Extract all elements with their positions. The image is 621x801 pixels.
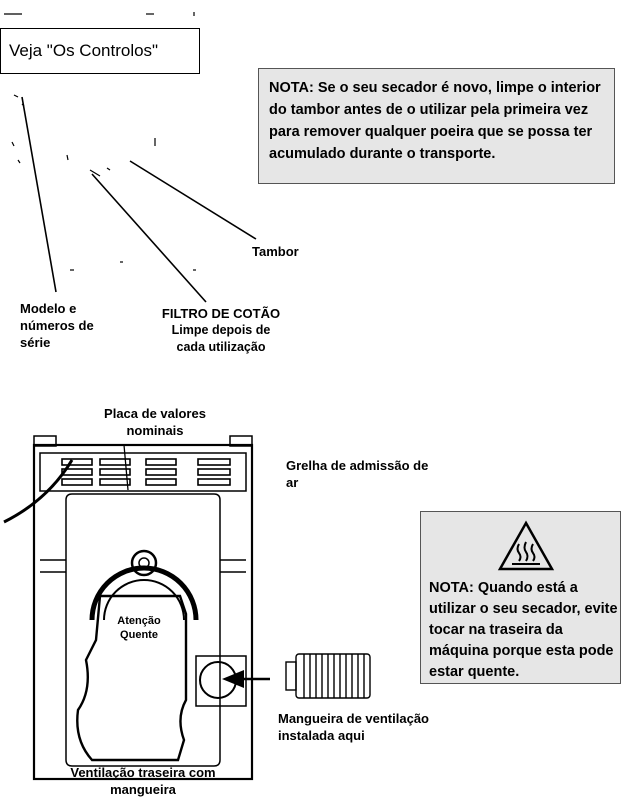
- lint-filter-instruction: Limpe depois de cada utilização: [171, 323, 271, 354]
- note-new-dryer-text: Se o seu secador é novo, limpe o interio…: [269, 80, 601, 162]
- hot-warning-panel: [76, 594, 188, 762]
- lint-filter-label: FILTRO DE COTÃO Limpe depois de cada uti…: [156, 305, 286, 356]
- rating-plate-leader: [123, 444, 129, 491]
- lint-filter-title: FILTRO DE COTÃO: [161, 306, 281, 321]
- vent-arrow: [222, 670, 270, 688]
- model-serial-leader: [21, 96, 57, 293]
- rating-plate-label: Placa de valores nominais: [104, 406, 206, 438]
- note-new-dryer: NOTA: Se o seu secador é novo, limpe o i…: [258, 68, 615, 184]
- hot-surface-warning-icon: [497, 520, 555, 571]
- drum-leader: [129, 160, 257, 240]
- note-hot-body: Quando está a utilizar o seu secador, ev…: [429, 580, 618, 680]
- lint-filter-leader: [91, 173, 207, 303]
- controls-reference-text: Veja "Os Controlos": [9, 41, 159, 60]
- vent-hose: [285, 653, 371, 699]
- hot-warning-label: Atenção Quente: [117, 615, 161, 641]
- air-intake-label: Grelha de admissão de ar: [286, 458, 429, 490]
- note-hot-surface-text: NOTA: Quando está a utilizar o seu secad…: [429, 578, 621, 683]
- cabinet-outline: [32, 443, 254, 781]
- controls-reference-box: Veja "Os Controlos": [0, 28, 200, 74]
- note-hot-surface: NOTA: Quando está a utilizar o seu secad…: [420, 511, 621, 684]
- dryer-rear-view: [32, 435, 254, 781]
- drum-label: Tambor: [252, 244, 299, 259]
- scan-specks: [4, 12, 196, 271]
- power-cord: [3, 459, 74, 524]
- vent-hose-label: Mangueira de ventilação instalada aqui: [278, 711, 429, 743]
- note-hot-prefix: NOTA:: [429, 580, 474, 596]
- model-serial-label: Modelo e números de série: [20, 301, 94, 350]
- note-new-dryer-prefix: NOTA:: [269, 80, 314, 96]
- air-intake-grille: [61, 458, 231, 486]
- leader-lines-top: [21, 96, 257, 303]
- rear-vent-label: Ventilação traseira com mangueira: [70, 765, 216, 797]
